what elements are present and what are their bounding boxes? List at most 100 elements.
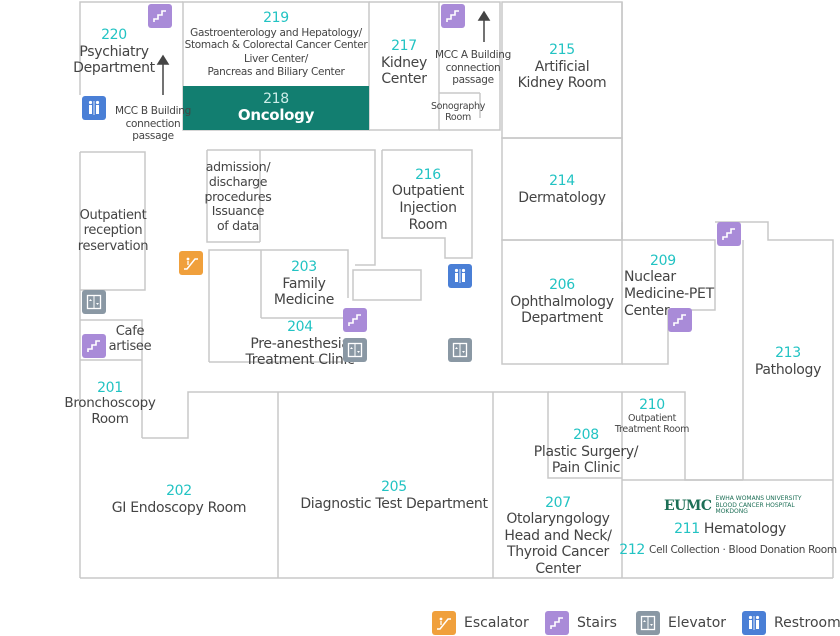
stairs-icon[interactable] (343, 308, 367, 332)
room-201-bronchoscopy[interactable]: 201 Bronchoscopy Room (64, 378, 156, 430)
room-number: 214 (549, 173, 575, 190)
room-name: Sonography (430, 100, 486, 112)
room-name: Ophthalmology (510, 293, 614, 310)
passage-label: passage (132, 130, 174, 143)
cafe-label: artisee (108, 339, 152, 354)
room-205-diagnostic-test[interactable]: 205 Diagnostic Test Department (278, 476, 510, 516)
room-name: Family (282, 275, 326, 292)
room-name: Treatment Clinic (245, 352, 355, 369)
legend-label: Escalator (464, 615, 529, 631)
room-203-family-medicine[interactable]: 203 Family Medicine (261, 254, 347, 314)
room-207-otolaryngology[interactable]: 207 Otolaryngology Head and Neck/ Thyroi… (484, 495, 632, 577)
room-number: 201 (97, 379, 123, 396)
room-number: 212 (619, 541, 646, 558)
sonography-room[interactable]: Sonography Room (428, 98, 488, 126)
stairs-icon[interactable] (82, 334, 106, 358)
outpatient-reception[interactable]: Outpatient reception reservation (76, 204, 150, 258)
stairs-icon (545, 611, 569, 635)
mcc-a-connection-passage[interactable]: MCC A Building connection passage (428, 46, 518, 90)
elevator-icon[interactable] (448, 338, 472, 362)
escalator-icon[interactable] (179, 251, 203, 275)
restroom-icon (742, 611, 766, 635)
admission-discharge-desk[interactable]: admission/ discharge procedures Issuance… (200, 154, 276, 240)
room-name: Center (624, 302, 670, 319)
room-name: GI Endoscopy Room (111, 500, 247, 516)
legend-label: Restroom (774, 615, 840, 631)
stairs-icon[interactable] (717, 222, 741, 246)
room-name: Outpatient (391, 183, 465, 200)
room-name: Pre-anesthesia (250, 335, 350, 352)
room-name: Medicine-PET (624, 286, 714, 302)
logo-mark: EUMC (664, 497, 712, 514)
room-name: Kidney (381, 54, 427, 71)
room-212-cell-collection[interactable]: 212 Cell Collection · Blood Donation Roo… (618, 540, 838, 560)
room-name: Department (73, 60, 155, 77)
escalator-icon (432, 611, 456, 635)
room-217-kidney-center[interactable]: 217 Kidney Center (369, 32, 439, 94)
room-210-outpatient-treatment[interactable]: 210 Outpatient Treatment Room (610, 394, 694, 438)
room-216-injection[interactable]: 216 Outpatient Injection Room (378, 166, 478, 233)
stairs-icon[interactable] (148, 4, 172, 28)
passage-label: connection (125, 117, 181, 130)
room-number: 203 (291, 259, 317, 276)
restroom-icon[interactable] (448, 264, 472, 288)
room-219-gastroenterology[interactable]: 219 Gastroenterology and Hepatology/ Sto… (183, 4, 369, 84)
elevator-icon[interactable] (82, 290, 106, 314)
room-name: Psychiatry (79, 43, 149, 60)
restroom-icon[interactable] (82, 96, 106, 120)
room-214-dermatology[interactable]: 214 Dermatology (502, 170, 622, 210)
room-number: 220 (101, 27, 127, 44)
room-208-plastic-surgery[interactable]: 208 Plastic Surgery/ Pain Clinic (530, 424, 642, 480)
legend-restroom: Restroom (742, 610, 840, 636)
room-name: Otolaryngology (506, 511, 610, 528)
room-number: 206 (549, 277, 575, 294)
room-name: Injection Room (399, 200, 457, 233)
room-218-oncology[interactable]: 218 Oncology (183, 86, 369, 130)
desk-label: of data (216, 218, 260, 234)
legend-label: Stairs (577, 615, 617, 631)
room-211-hematology[interactable]: 211 Hematology (650, 518, 810, 540)
room-name: Pancreas and Biliary Center (207, 65, 345, 78)
eumc-logo: EUMC EWHA WOMANS UNIVERSITY BLOOD CANCER… (664, 495, 802, 516)
room-number: 218 (263, 90, 289, 107)
room-name: Bronchoscopy (64, 395, 156, 412)
stairs-icon[interactable] (441, 4, 465, 28)
desk-label: reservation (77, 238, 149, 254)
desk-label: Outpatient (79, 208, 147, 223)
stairs-icon[interactable] (668, 308, 692, 332)
room-name: Medicine (273, 292, 335, 309)
room-206-ophthalmology[interactable]: 206 Ophthalmology Department (502, 272, 622, 332)
passage-label: MCC B Building (115, 105, 191, 118)
legend-stairs: Stairs (545, 610, 617, 636)
room-204-pre-anesthesia[interactable]: 204 Pre-anesthesia Treatment Clinic (228, 319, 372, 369)
room-name: Diagnostic Test Department (300, 496, 488, 512)
room-213-pathology[interactable]: 213 Pathology (743, 342, 833, 382)
room-220-psychiatry[interactable]: 220 Psychiatry Department (73, 22, 155, 82)
passage-label: connection (445, 61, 501, 74)
room-name: Room (91, 411, 129, 428)
logo-line: EWHA WOMANS UNIVERSITY (715, 495, 802, 502)
mcc-b-connection-passage[interactable]: MCC B Building connection passage (108, 102, 198, 146)
room-name: Dermatology (518, 190, 606, 206)
room-215-artificial-kidney[interactable]: 215 Artificial Kidney Room (502, 36, 622, 98)
room-name: Artificial (534, 58, 590, 75)
elevator-icon[interactable] (343, 338, 367, 362)
passage-label: passage (452, 74, 494, 87)
room-number: 204 (287, 319, 313, 336)
room-number: 216 (415, 166, 441, 183)
room-name: Oncology (237, 106, 315, 125)
room-209-nuclear-medicine[interactable]: 209 Nuclear Medicine-PET Center (618, 246, 714, 326)
logo-text: EWHA WOMANS UNIVERSITY BLOOD CANCER HOSP… (715, 495, 802, 516)
room-name: Treatment Room (614, 424, 690, 436)
cafe-artisee[interactable]: Cafe artisee (106, 322, 154, 356)
room-number: 202 (166, 483, 192, 500)
room-202-gi-endoscopy[interactable]: 202 GI Endoscopy Room (80, 480, 278, 520)
room-name: Hematology (703, 520, 786, 537)
room-name: Thyroid Cancer Center (506, 544, 610, 577)
room-name: Room (445, 112, 471, 123)
legend-label: Elevator (668, 615, 727, 631)
room-name: Department (521, 310, 603, 327)
room-number: 210 (639, 396, 665, 413)
